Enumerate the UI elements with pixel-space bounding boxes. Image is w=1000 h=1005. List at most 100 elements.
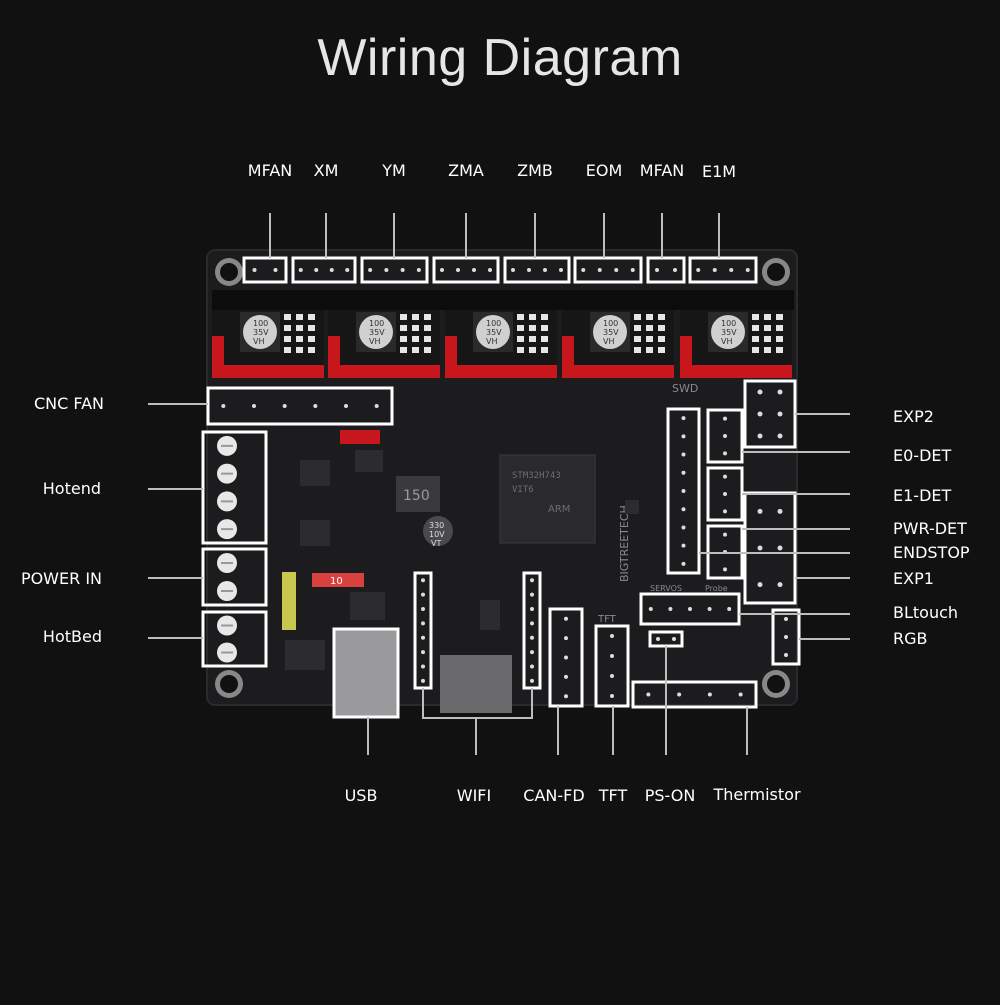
pin xyxy=(784,617,788,621)
capacitor-label: VH xyxy=(603,337,615,346)
header-pin xyxy=(296,314,303,320)
header-pin xyxy=(529,347,536,353)
capacitor-label: 100 xyxy=(253,319,268,328)
pin xyxy=(559,268,563,272)
label-top-e1m: E1M xyxy=(701,162,737,181)
capacitor-label: 100 xyxy=(603,319,618,328)
capacitor-label: 35V xyxy=(253,328,269,337)
brand-label: BIGTREETECH xyxy=(618,505,631,582)
capacitor-label: 35V xyxy=(721,328,737,337)
pin xyxy=(610,634,614,638)
pin xyxy=(784,635,788,639)
pin xyxy=(384,268,389,272)
pin xyxy=(282,404,287,408)
header-pin xyxy=(517,347,524,353)
connector-outline xyxy=(771,608,801,666)
pin xyxy=(610,694,614,698)
header-pin xyxy=(400,325,407,331)
label-bottom-thermistor: Thermistor xyxy=(713,785,801,804)
header-pin xyxy=(296,347,303,353)
conn-power-in xyxy=(201,547,268,607)
pin xyxy=(597,268,602,272)
pin xyxy=(673,268,677,272)
label-left-cnc-fan: CNC FAN xyxy=(33,394,104,413)
header-pin xyxy=(541,336,548,342)
header-pin xyxy=(658,336,665,342)
header-pin xyxy=(634,314,641,320)
pin xyxy=(727,607,732,611)
header-pin xyxy=(400,314,407,320)
conn-e1m xyxy=(688,256,758,284)
conn-eom xyxy=(573,256,643,284)
pin xyxy=(400,268,405,272)
chip-label: ARM xyxy=(548,504,570,515)
pin xyxy=(530,650,534,655)
pin xyxy=(777,411,783,417)
header-pin xyxy=(308,336,315,342)
capacitor-label: VH xyxy=(721,337,733,346)
pin xyxy=(368,268,373,272)
pin xyxy=(530,678,534,683)
pin xyxy=(610,654,614,658)
pin xyxy=(421,650,425,655)
capacitor-label: VH xyxy=(253,337,265,346)
mounting-hole xyxy=(762,670,790,698)
header-pin xyxy=(517,325,524,331)
header-pin xyxy=(764,325,771,331)
leader-lines xyxy=(148,213,850,755)
pin xyxy=(421,621,425,626)
pin xyxy=(614,268,619,272)
pin xyxy=(273,268,278,272)
pin xyxy=(677,692,682,697)
mounting-hole xyxy=(215,258,243,286)
connector-outline xyxy=(206,386,394,426)
header-pin xyxy=(634,347,641,353)
header-pin xyxy=(424,325,431,331)
header-pin xyxy=(308,314,315,320)
pin xyxy=(681,452,686,457)
conn-bltouch xyxy=(639,592,741,626)
capacitor-label: 100 xyxy=(369,319,384,328)
header-pin xyxy=(296,325,303,331)
capacitor-label: VH xyxy=(369,337,381,346)
capacitor-label: 35V xyxy=(369,328,385,337)
label-top-ym: YM xyxy=(382,161,406,180)
header-pin xyxy=(400,336,407,342)
mounting-hole xyxy=(215,670,243,698)
pin xyxy=(530,606,534,611)
pcb-board: 10035VVH10035VVH10035VVH10035VVH10035VVH… xyxy=(206,249,798,706)
label-top-eom: EOM xyxy=(585,161,623,180)
pin xyxy=(630,268,635,272)
header-pin xyxy=(296,336,303,342)
pin xyxy=(564,616,568,621)
conn-usb xyxy=(332,627,400,719)
connector-outline xyxy=(201,430,268,545)
label-right-exp2: EXP2 xyxy=(893,407,934,426)
pin xyxy=(707,607,712,611)
pin xyxy=(543,268,547,272)
header-pin xyxy=(658,347,665,353)
pin xyxy=(723,532,727,537)
pin xyxy=(345,268,350,272)
svg-text:330: 330 xyxy=(429,521,444,530)
pin xyxy=(314,268,319,272)
label-left-power-in: POWER IN xyxy=(20,569,102,588)
pin xyxy=(530,578,534,583)
header-pin xyxy=(646,325,653,331)
conn-endstop xyxy=(666,407,701,575)
header-pin xyxy=(529,314,536,320)
connector-outline xyxy=(503,256,571,284)
connector-outline xyxy=(639,592,741,626)
pin xyxy=(421,678,425,683)
label-right-bltouch: BLtouch xyxy=(893,603,959,622)
capacitor xyxy=(593,315,627,349)
pin xyxy=(723,451,727,456)
pin xyxy=(646,692,651,697)
label-bottom-ps-on: PS-ON xyxy=(644,786,696,805)
pin xyxy=(564,655,568,660)
label-right-pwr-det: PWR-DET xyxy=(893,519,967,538)
pin xyxy=(564,674,568,679)
